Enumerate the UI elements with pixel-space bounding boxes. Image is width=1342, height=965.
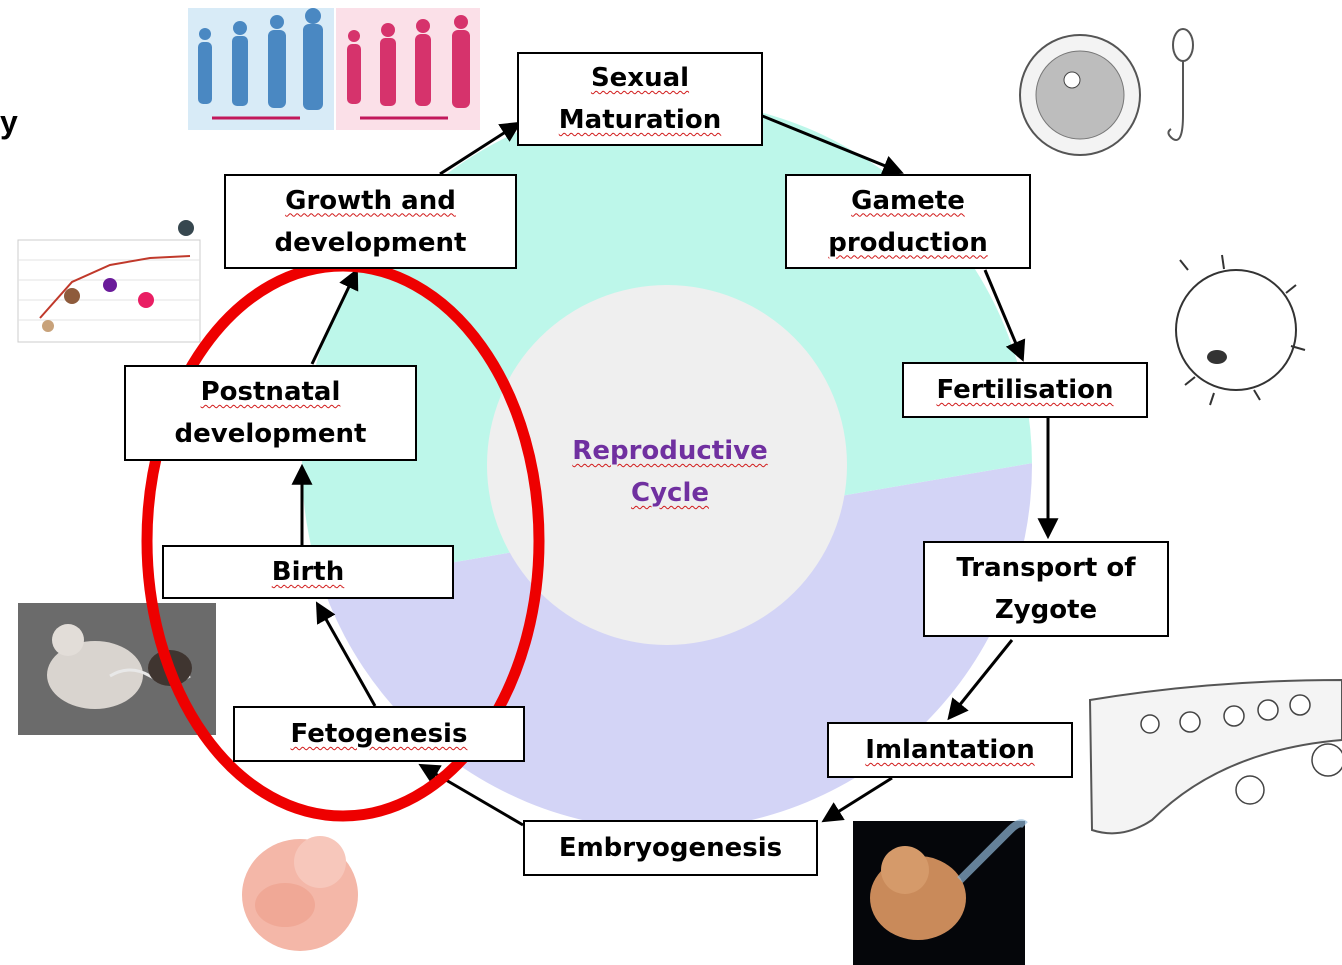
stage-birth: Birth: [162, 545, 454, 599]
stage-fetogenesis: Fetogenesis: [233, 706, 525, 762]
stage-label-line: development: [175, 413, 367, 455]
stage-implantation: Imlantation: [827, 722, 1073, 778]
stage-label-line: Birth: [272, 551, 345, 593]
growth-chart-image: [18, 220, 200, 342]
embryo-photo: [853, 821, 1025, 965]
growth-silhouettes-image: [188, 8, 480, 130]
corner-text-fragment: y: [0, 104, 18, 141]
oviduct-implantation-sketch: [1085, 672, 1342, 842]
stage-label-line: Imlantation: [865, 729, 1034, 771]
oocyte-sperm-sketch: [1020, 29, 1193, 155]
stage-label-line: Postnatal: [201, 371, 341, 413]
stage-label-line: Sexual: [591, 57, 689, 99]
stage-sexual-maturation: Sexual Maturation: [517, 52, 763, 146]
stage-label-line: Fertilisation: [936, 369, 1113, 411]
stage-label-line: Maturation: [559, 99, 721, 141]
center-title-line-2: Cycle: [560, 472, 780, 514]
stage-label-line: Fetogenesis: [291, 713, 468, 755]
stage-transport-of-zygote: Transport of Zygote: [923, 541, 1169, 637]
stage-embryogenesis: Embryogenesis: [523, 820, 818, 876]
fertilisation-sketch: [1176, 255, 1305, 405]
center-title: Reproductive Cycle: [560, 430, 780, 514]
stage-fertilisation: Fertilisation: [902, 362, 1148, 418]
center-title-line-1: Reproductive: [560, 430, 780, 472]
stage-postnatal-development: Postnatal development: [124, 365, 417, 461]
stage-label-line: Embryogenesis: [559, 827, 782, 869]
stage-label-line: Growth and: [285, 180, 456, 222]
stage-growth-and-development: Growth and development: [224, 174, 517, 269]
fetus-illustration: [242, 836, 358, 951]
stage-label-line: Transport of: [956, 547, 1135, 589]
stage-gamete-production: Gamete production: [785, 174, 1031, 269]
stage-label-line: Zygote: [995, 589, 1097, 631]
stage-label-line: Gamete: [851, 180, 965, 222]
stage-label-line: development: [275, 222, 467, 264]
stage-label-line: production: [828, 222, 988, 264]
